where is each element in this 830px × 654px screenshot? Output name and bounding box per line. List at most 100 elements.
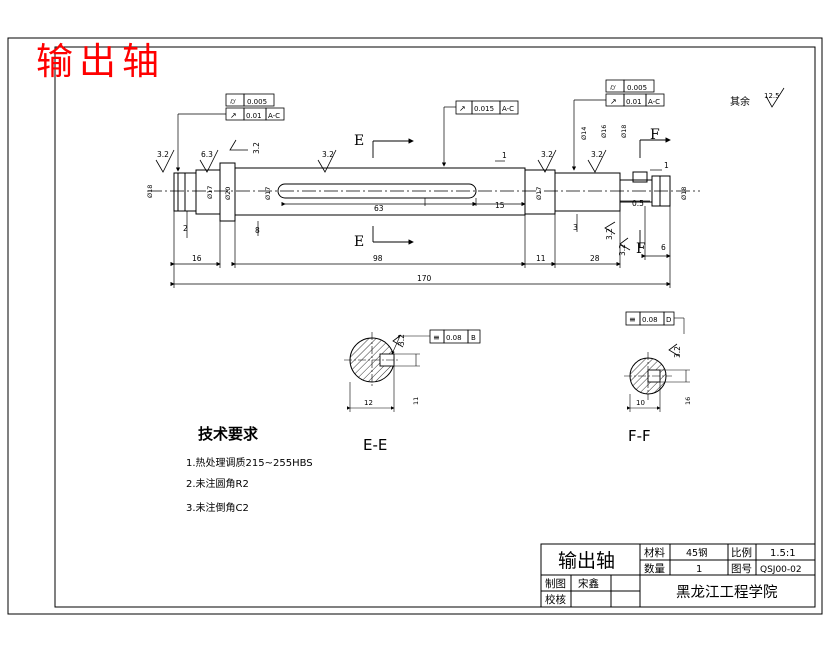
svg-text:↗: ↗ [230, 111, 237, 120]
svg-text:0.005: 0.005 [627, 84, 647, 92]
diameter-7: Ø16 [600, 125, 608, 138]
tb-scale-label: 比例 [731, 546, 752, 559]
dim-8: 8 [255, 226, 260, 235]
svg-text:0.08: 0.08 [446, 334, 462, 342]
tolerance-frame-3: ⌭ 0.005 ↗ 0.01 A-C [571, 79, 665, 171]
tb-qty-label: 数量 [644, 562, 665, 575]
extension-lines [173, 198, 671, 288]
tb-school: 黑龙江工程学院 [676, 584, 778, 601]
roughness-r7: 3.2 [605, 228, 614, 240]
roughness-rest-label: 其余 [730, 95, 750, 108]
roughness-symbols [155, 87, 785, 357]
svg-text:B: B [471, 334, 476, 342]
diameter-6: Ø14 [580, 127, 588, 140]
dim-3: 3 [573, 223, 578, 232]
tb-material-label: 材料 [644, 546, 665, 559]
tb-drawn-label: 制图 [545, 577, 566, 590]
svg-text:0.01: 0.01 [626, 98, 642, 106]
section-f-label: F-F [628, 427, 651, 445]
dim-6: 6 [661, 243, 666, 252]
diameter-1: Ø18 [146, 185, 154, 198]
svg-text:⌭: ⌭ [230, 97, 236, 106]
section-f-f: ≡ 0.08 D 10 16 [624, 311, 692, 412]
roughness-r2: 6.3 [201, 150, 213, 159]
inner-border [54, 46, 816, 608]
dim-11: 11 [536, 254, 546, 263]
svg-text:0.08: 0.08 [642, 316, 658, 324]
header-title: 输出轴 [36, 40, 165, 83]
diameter-3: Ø20 [224, 187, 232, 200]
dim-0-5: 0.5 [632, 199, 644, 208]
svg-text:D: D [666, 316, 671, 324]
dim-63: 63 [374, 204, 384, 213]
roughness-values: 3.2 6.3 3.2 3.2 3.2 3.2 3.2 3.2 3.2 3.2 … [157, 92, 780, 358]
roughness-rest-value: 12.5 [764, 92, 780, 100]
section-e-top: E [354, 133, 364, 149]
dimension-lines [170, 160, 671, 287]
shaft-seg-right [554, 172, 621, 212]
dim-28: 28 [590, 254, 600, 263]
tb-scale-value: 1.5:1 [770, 548, 796, 559]
diameter-8: Ø18 [680, 187, 688, 200]
svg-text:↗: ↗ [610, 97, 617, 106]
dim-98: 98 [373, 254, 383, 263]
svg-text:A-C: A-C [502, 105, 514, 113]
tb-material-value: 45钢 [686, 547, 708, 559]
roughness-r10: 3.2 [673, 346, 682, 358]
svg-text:≡: ≡ [433, 333, 440, 342]
tb-qty-value: 1 [696, 564, 702, 575]
section-f-width: 10 [636, 399, 645, 407]
section-letters: E E F F [354, 127, 660, 257]
shaft-view [148, 162, 700, 222]
diameter-2: Ø17 [206, 186, 214, 199]
roughness-r4: 3.2 [322, 150, 334, 159]
title-block [540, 543, 816, 608]
tolerance-frame-2: ↗ 0.015 A-C [441, 100, 519, 167]
diameter-5: Ø17 [535, 187, 543, 200]
tech-requirements: 技术要求 1.热处理调质215~255HBS 2.未注圆角R2 3.未注倒角C2 [186, 425, 313, 514]
dim-170: 170 [417, 274, 432, 283]
dim-2: 2 [183, 224, 188, 233]
section-f-bottom: F [636, 241, 646, 257]
tech-item-2: 2.未注圆角R2 [186, 477, 249, 490]
section-e-e: ≡ 0.08 B 12 11 [344, 329, 481, 412]
section-e-bottom: E [354, 234, 364, 250]
dim-16: 16 [192, 254, 202, 263]
section-f-depth: 16 [684, 397, 692, 405]
dimension-texts: 16 98 11 28 170 63 15 1 6 0.5 2 8 3 1 [183, 151, 669, 283]
tb-part-name: 输出轴 [558, 550, 615, 572]
svg-text:A-C: A-C [268, 112, 280, 120]
title-block-text: 输出轴 材料 45钢 比例 1.5:1 数量 1 图号 QSJ00-02 制图 … [545, 546, 802, 606]
diameter-4: Ø17 [264, 187, 272, 200]
roughness-r8: 3.2 [618, 244, 627, 256]
svg-text:≡: ≡ [629, 315, 636, 324]
section-e-width: 12 [364, 399, 373, 407]
svg-text:⌭: ⌭ [610, 83, 616, 92]
svg-text:↗: ↗ [459, 104, 466, 113]
svg-text:A-C: A-C [648, 98, 660, 106]
tech-item-3: 3.未注倒角C2 [186, 501, 249, 514]
dim-1b: 1 [664, 161, 669, 170]
section-f-top: F [650, 127, 660, 143]
roughness-r6: 3.2 [591, 150, 603, 159]
diameter-9: Ø18 [620, 125, 628, 138]
roughness-r3: 3.2 [252, 142, 261, 154]
tolerance-frame-1: ⌭ 0.005 ↗ 0.01 A-C [175, 93, 285, 172]
svg-text:0.005: 0.005 [247, 98, 267, 106]
tb-drawing-no-value: QSJ00-02 [760, 565, 802, 575]
tb-drawing-no-label: 图号 [731, 563, 752, 575]
dim-15: 15 [495, 201, 505, 210]
svg-text:0.01: 0.01 [246, 112, 262, 120]
svg-text:0.015: 0.015 [474, 105, 494, 113]
keyway-slot [277, 183, 477, 199]
roughness-r9: 3.2 [397, 334, 406, 346]
roughness-r1: 3.2 [157, 150, 169, 159]
section-e-label: E-E [363, 436, 387, 454]
tech-item-1: 1.热处理调质215~255HBS [186, 456, 313, 469]
tech-title: 技术要求 [198, 425, 259, 443]
tb-drawn-value: 宋鑫 [578, 577, 599, 590]
diameter-labels: Ø18 Ø17 Ø20 Ø17 Ø17 Ø14 Ø16 Ø18 Ø18 [146, 125, 688, 200]
roughness-r5: 3.2 [541, 150, 553, 159]
tb-checked-label: 校核 [545, 593, 566, 606]
